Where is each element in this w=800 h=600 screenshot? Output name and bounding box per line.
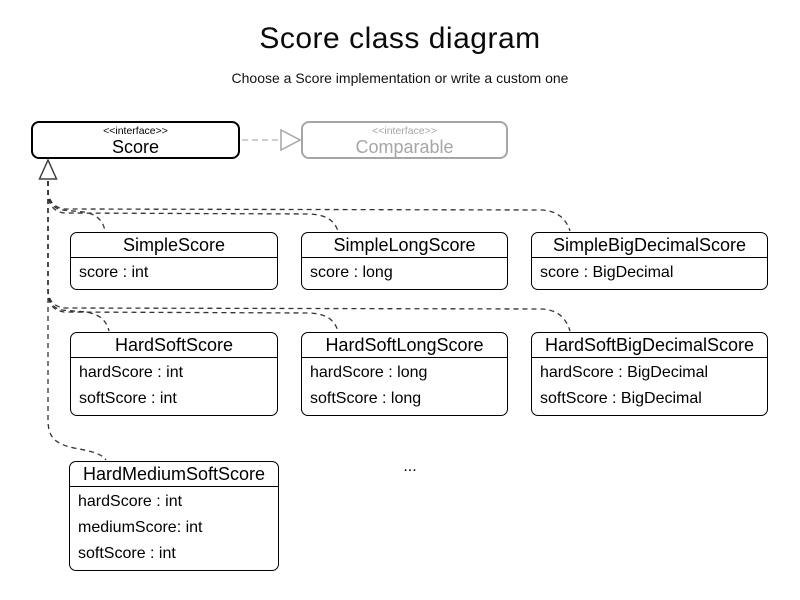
- more-implementations-ellipsis: ...: [403, 458, 417, 475]
- interface-comparable-node: <<interface>> Comparable: [301, 121, 508, 159]
- interface-stereotype: <<interface>>: [372, 125, 437, 137]
- class-hardsoftscore: HardSoftScore hardScore : int softScore …: [70, 332, 278, 416]
- class-attributes: score : long: [302, 257, 507, 289]
- realization-path-hardsoftscore: [47, 181, 110, 332]
- class-attributes: score : int: [71, 257, 277, 289]
- class-attribute: softScore : BigDecimal: [540, 390, 702, 407]
- class-name: HardSoftScore: [114, 335, 234, 355]
- interface-name: Score: [111, 137, 160, 157]
- class-attribute: score : long: [310, 264, 393, 281]
- class-name: SimpleBigDecimalScore: [552, 235, 747, 255]
- class-name: SimpleScore: [122, 235, 226, 255]
- class-attribute: score : int: [79, 264, 149, 281]
- class-hardsoftbigdecimalscore: HardSoftBigDecimalScore hardScore : BigD…: [531, 332, 768, 416]
- realization-path-hardsoftbigdecimalscore: [47, 181, 571, 332]
- class-attribute: score : BigDecimal: [540, 264, 674, 281]
- class-name: HardSoftLongScore: [325, 335, 484, 355]
- class-attributes: hardScore : int softScore : int: [71, 357, 277, 415]
- realization-path-hardmediumsoftscore: [47, 181, 107, 461]
- class-hardmediumsoftscore: HardMediumSoftScore hardScore : int medi…: [69, 461, 279, 571]
- class-attribute: softScore : long: [310, 390, 422, 407]
- class-attribute: hardScore : long: [310, 364, 428, 381]
- realization-path-simplelongscore: [47, 181, 339, 232]
- class-attributes: hardScore : long softScore : long: [302, 357, 507, 415]
- class-attribute: hardScore : BigDecimal: [540, 364, 709, 381]
- hollow-arrowhead-right-icon: [280, 128, 302, 152]
- class-attribute: softScore : int: [78, 545, 176, 562]
- class-attribute: softScore : int: [79, 390, 177, 407]
- interface-stereotype: <<interface>>: [103, 125, 168, 137]
- class-simplescore: SimpleScore score : int: [70, 232, 278, 290]
- class-name: HardSoftBigDecimalScore: [544, 335, 755, 355]
- hollow-arrowhead-up-icon: [38, 158, 58, 180]
- class-attributes: score : BigDecimal: [532, 257, 767, 289]
- class-simplelongscore: SimpleLongScore score : long: [301, 232, 508, 290]
- diagram-subtitle: Choose a Score implementation or write a…: [231, 70, 569, 86]
- interface-score-node: <<interface>> Score: [31, 121, 240, 159]
- interface-name: Comparable: [355, 137, 454, 157]
- diagram-title: Score class diagram: [259, 22, 541, 55]
- class-name: HardMediumSoftScore: [82, 464, 266, 484]
- class-attribute: hardScore : int: [78, 493, 183, 510]
- class-name: SimpleLongScore: [333, 235, 476, 255]
- class-simplebigdecimalscore: SimpleBigDecimalScore score : BigDecimal: [531, 232, 768, 290]
- class-attributes: hardScore : BigDecimal softScore : BigDe…: [532, 357, 767, 415]
- realization-path-simplebigdecimalscore: [47, 181, 571, 232]
- class-attribute: hardScore : int: [79, 364, 184, 381]
- class-attribute: mediumScore: int: [78, 519, 203, 536]
- class-hardsoftlongscore: HardSoftLongScore hardScore : long softS…: [301, 332, 508, 416]
- class-attributes: hardScore : int mediumScore: int softSco…: [70, 486, 278, 570]
